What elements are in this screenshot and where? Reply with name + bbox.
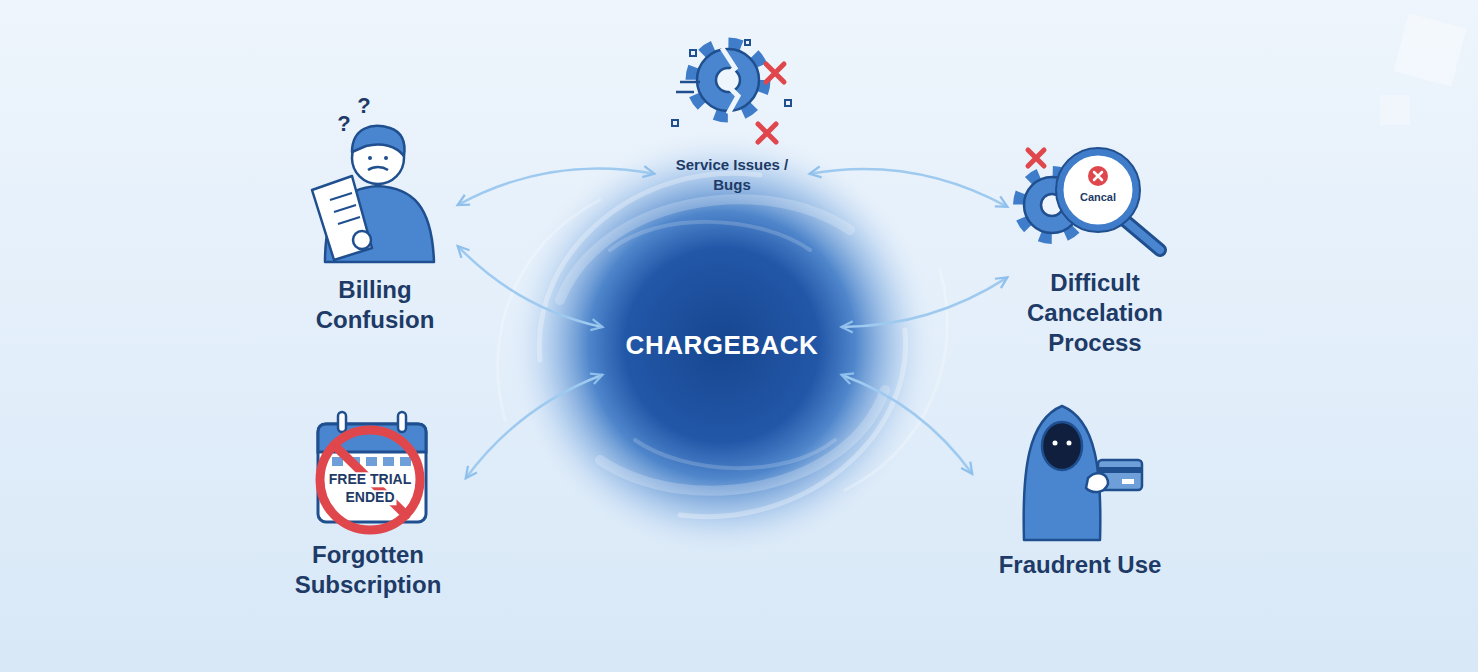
cycle-arrow: [842, 375, 972, 474]
issue-node: Fraudrent Use: [972, 400, 1188, 584]
question-mark: ?: [357, 93, 370, 119]
hooded-fraudster-icon: [1024, 406, 1142, 540]
cancel-button-text: Cancal: [1080, 191, 1116, 203]
question-mark: ?: [337, 111, 350, 137]
vortex-swirl: [498, 173, 948, 516]
calendar-icon: [318, 412, 426, 530]
node-label: Service Issues / Bugs: [662, 155, 802, 195]
center-circle: CHARGEBACK: [602, 285, 842, 405]
cycle-arrow: [842, 278, 1007, 327]
cycle-arrow: [458, 246, 602, 327]
stamp-text: ENDED: [343, 490, 396, 505]
node-label: Billing Confusion: [300, 275, 450, 335]
node-label: Difficult Cancelation Process: [1015, 268, 1175, 358]
stamp-text: FREE TRIAL: [327, 472, 413, 487]
node-label: Forgotten Subscription: [278, 540, 458, 600]
cancel-search-icon: [1019, 148, 1160, 250]
broken-gear-icon: [672, 40, 791, 142]
vortex: [507, 130, 937, 560]
issue-node: Billing Confusion: [292, 95, 458, 339]
confused-person-icon: [312, 126, 434, 262]
issue-node: Forgotten Subscription: [270, 410, 466, 604]
node-label: Fraudrent Use: [980, 550, 1180, 580]
issue-node: Difficult Cancelation Process: [1007, 140, 1183, 362]
cycle-arrow: [458, 168, 654, 204]
center-label: CHARGEBACK: [626, 330, 819, 361]
cycle-arrow: [466, 375, 602, 478]
issue-node: Service Issues / Bugs: [654, 30, 810, 199]
cycle-arrow: [810, 169, 1007, 207]
